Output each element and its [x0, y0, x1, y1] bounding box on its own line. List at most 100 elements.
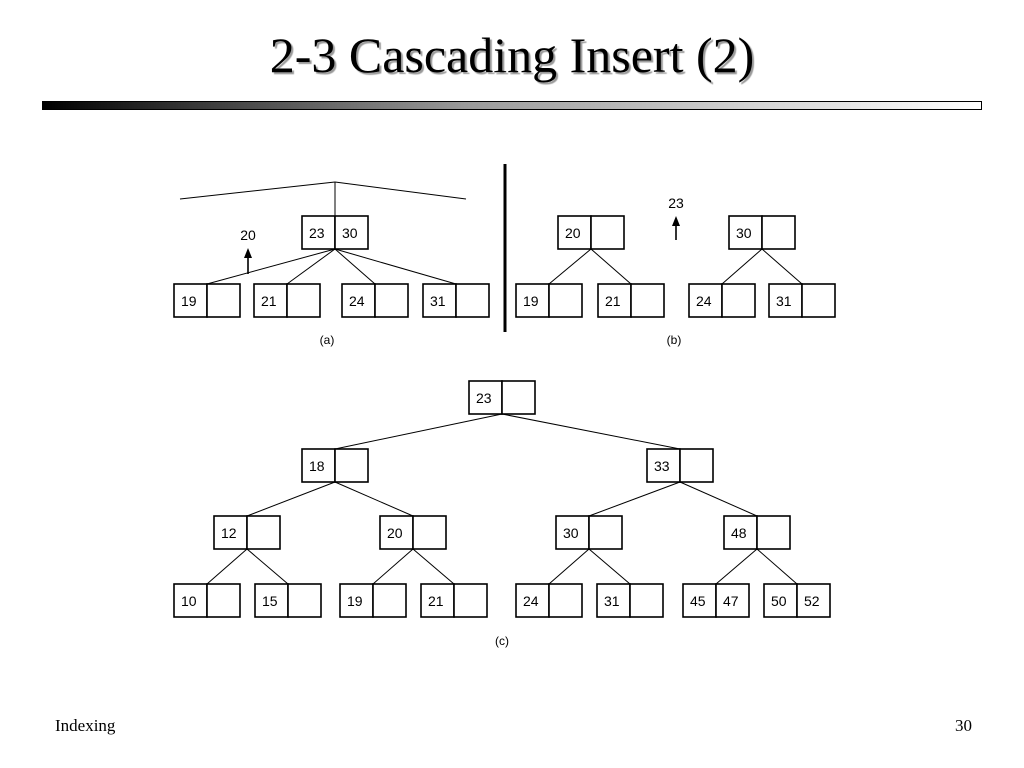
tree-edge: [334, 413, 503, 450]
tree-edge: [588, 481, 681, 517]
node-key: 20: [565, 225, 581, 241]
panel-b-right-child-node: 24: [688, 283, 756, 318]
page-number: 30: [955, 716, 972, 735]
tree-edge: [206, 548, 248, 585]
key-cell: [341, 283, 376, 318]
tree-edge: [206, 248, 336, 285]
node-key: 47: [723, 593, 739, 609]
panel-a-child-node: 24: [341, 283, 409, 318]
key-cell: [756, 515, 791, 550]
key-cell: [721, 283, 756, 318]
node-key: 20: [387, 525, 403, 541]
panel-c-level2-node: 12: [213, 515, 281, 550]
panel-a-child-node: 19: [173, 283, 241, 318]
key-cell: [422, 283, 457, 318]
panel-a-caption: (a): [320, 333, 335, 347]
node-key: 21: [605, 293, 621, 309]
key-cell: [286, 283, 321, 318]
key-cell: [253, 283, 288, 318]
panel-c-leaf-node: 15: [254, 583, 322, 618]
key-cell: [682, 583, 717, 618]
key-cell: [379, 515, 414, 550]
promoted-key-label: 23: [668, 195, 684, 211]
panel-c-leaf-node: 10: [173, 583, 241, 618]
node-key: 12: [221, 525, 237, 541]
panel-c-root-node: 23: [468, 380, 536, 415]
key-cell: [301, 448, 336, 483]
tree-edge: [246, 548, 289, 585]
footer-label: Indexing: [55, 716, 116, 735]
node-key: 23: [309, 225, 325, 241]
node-key: 52: [804, 593, 820, 609]
key-cell: [301, 215, 336, 250]
panel-b-caption: (b): [667, 333, 682, 347]
panel-a-child-node: 31: [422, 283, 490, 318]
panel-c-leaf-node: 31: [596, 583, 664, 618]
panel-b-right-parent-node: 30: [728, 215, 796, 250]
key-cell: [372, 583, 407, 618]
key-cell: [548, 583, 583, 618]
node-key: 15: [262, 593, 278, 609]
panel-c-level2-node: 20: [379, 515, 447, 550]
panel-c-level2-node: 48: [723, 515, 791, 550]
key-cell: [334, 448, 369, 483]
key-cell: [173, 283, 208, 318]
node-key: 19: [347, 593, 363, 609]
tree-edge: [372, 548, 414, 585]
key-cell: [548, 283, 583, 318]
slide-title: 2-3 Cascading Insert (2): [269, 27, 755, 83]
node-key: 21: [261, 293, 277, 309]
key-cell: [768, 283, 803, 318]
tree-edge: [412, 548, 455, 585]
node-key: 30: [736, 225, 752, 241]
key-cell: [420, 583, 455, 618]
promoted-key-label: 20: [240, 227, 256, 243]
tree-edge: [715, 548, 758, 585]
key-cell: [453, 583, 488, 618]
key-cell: [254, 583, 289, 618]
panel-c-leaf-node: 45 47: [682, 583, 750, 618]
node-key: 33: [654, 458, 670, 474]
panel-c-leaf-node: 21: [420, 583, 488, 618]
node-key: 31: [604, 593, 620, 609]
tree-edge: [679, 481, 758, 517]
tree-edge: [286, 248, 336, 285]
key-cell: [246, 515, 281, 550]
tree-edge: [548, 548, 590, 585]
panel-c-leaf-node: 50 52: [763, 583, 831, 618]
panel-a-parent-node: 23 30: [301, 215, 369, 250]
node-key: 31: [776, 293, 792, 309]
panel-b-left-child-node: 19: [515, 283, 583, 318]
panel-c-leaf-node: 24: [515, 583, 583, 618]
node-key: 48: [731, 525, 747, 541]
tree-edge: [756, 548, 798, 585]
key-cell: [688, 283, 723, 318]
key-cell: [374, 283, 409, 318]
key-cell: [646, 448, 681, 483]
panel-c-caption: (c): [495, 634, 509, 648]
key-cell: [590, 215, 625, 250]
tree-edge: [588, 548, 631, 585]
node-key: 18: [309, 458, 325, 474]
node-key: 45: [690, 593, 706, 609]
node-key: 21: [428, 593, 444, 609]
title-underline-bar: [42, 101, 982, 110]
key-cell: [679, 448, 714, 483]
key-cell: [629, 583, 664, 618]
node-key: 24: [349, 293, 365, 309]
key-cell: [287, 583, 322, 618]
node-key: 30: [342, 225, 358, 241]
node-key: 31: [430, 293, 446, 309]
panel-b-promote-arrow: 23: [668, 195, 684, 240]
panel-b-left-parent-node: 20: [557, 215, 625, 250]
node-key: 50: [771, 593, 787, 609]
node-key: 23: [476, 390, 492, 406]
key-cell: [596, 583, 631, 618]
key-cell: [801, 283, 836, 318]
key-cell: [630, 283, 665, 318]
tree-edge: [334, 481, 414, 517]
key-cell: [728, 215, 763, 250]
tree-edge: [246, 481, 336, 517]
key-cell: [515, 283, 550, 318]
